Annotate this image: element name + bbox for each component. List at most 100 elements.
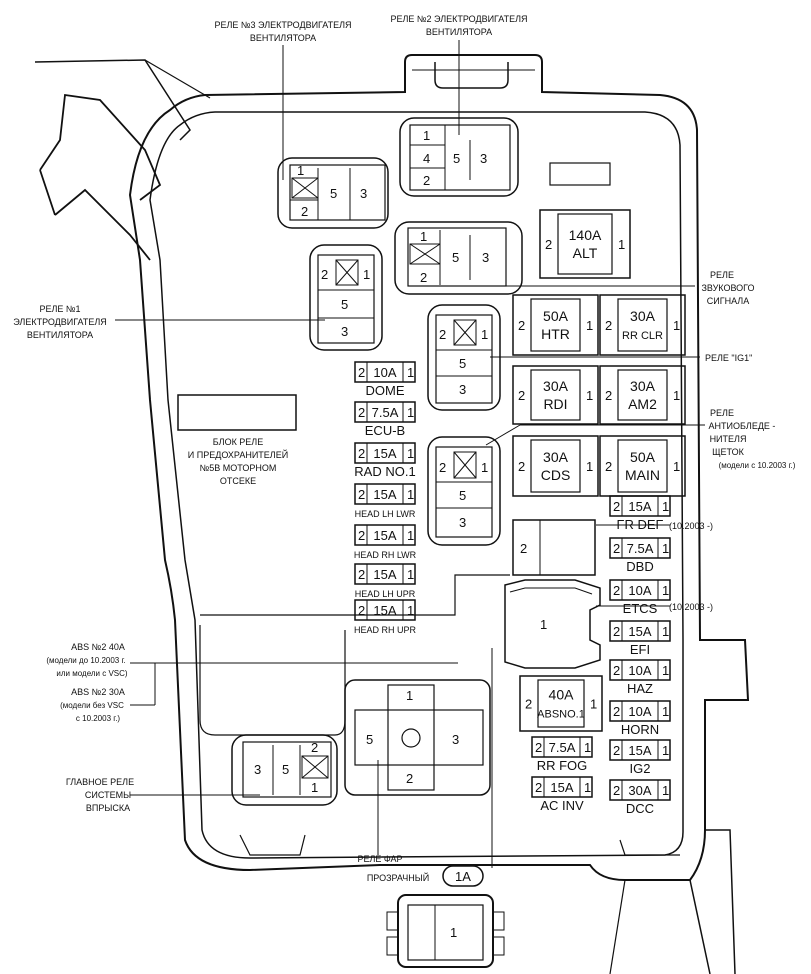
fuse-element	[530, 298, 581, 352]
fuse-body	[609, 779, 671, 801]
fuse-pin-label: 1	[673, 388, 680, 403]
pin-label: 1	[450, 925, 457, 940]
label-etcs-note: (10.2003 -)	[669, 602, 713, 612]
label-abs-30a: (модели без VSC	[60, 701, 124, 710]
label-relay-efi-main: ВПРЫСКА	[86, 803, 130, 813]
fuse-name: RDI	[543, 396, 567, 412]
fuse-pin-label: 2	[605, 318, 612, 333]
fuse-pin-label: 2	[358, 528, 365, 543]
fuse-element	[530, 369, 581, 421]
relay-small-2: 2	[512, 519, 596, 576]
fuse-pin-label: 1	[662, 663, 669, 678]
fuse-amperage: 7.5A	[372, 405, 399, 420]
fuse-name: IG2	[630, 761, 651, 776]
connector-1a-label: 1A	[455, 869, 471, 884]
pin-label: 3	[459, 382, 466, 397]
fuse-pin-label: 2	[613, 783, 620, 798]
fuse-body	[609, 537, 671, 559]
pin-label: 3	[459, 515, 466, 530]
fuse-pin-label: 2	[518, 388, 525, 403]
fuse-body	[354, 401, 416, 423]
label-abs-40a: ABS №2 40A	[71, 642, 125, 652]
label-block: БЛОК РЕЛЕ	[213, 437, 263, 447]
fuse-name: MAIN	[625, 467, 660, 483]
fuse-body	[354, 524, 416, 546]
pin-label: 5	[366, 732, 373, 747]
fuse-amperage: 15A	[373, 487, 396, 502]
fuse-body	[531, 736, 593, 758]
pin-label: 1	[311, 780, 318, 795]
fuse-pin-label: 2	[358, 567, 365, 582]
fuse-amperage: 50A	[630, 449, 656, 465]
fuse-name: AC INV	[540, 798, 584, 813]
label-relay-fan-no3: ВЕНТИЛЯТОРА	[250, 33, 316, 43]
spare-slot	[549, 162, 611, 186]
fuse-pin-label: 1	[673, 318, 680, 333]
pin-label: 3	[360, 186, 367, 201]
fuse-name: EFI	[630, 642, 650, 657]
fuse-name: ABSNO.1	[537, 709, 585, 721]
label-relay-horn: ЗВУКОВОГО	[701, 283, 754, 293]
fuse-name: ECU-B	[365, 423, 405, 438]
fuse-pin-label: 2	[613, 541, 620, 556]
pin-label: 2	[406, 771, 413, 786]
fuse-amperage: 30A	[628, 783, 651, 798]
fuse-amperage: 15A	[628, 743, 651, 758]
pin-label: 3	[482, 250, 489, 265]
pin-label: 2	[439, 460, 446, 475]
pin-label: 1	[540, 617, 547, 632]
relay-fan-no2: 1 4 2 5 3	[399, 117, 519, 197]
fuse-pin-label: 2	[613, 624, 620, 639]
fuse-body-large	[599, 435, 686, 497]
fuse-amperage: 7.5A	[549, 740, 576, 755]
pin-label: 1	[420, 229, 427, 244]
fuse-amperage: 15A	[550, 780, 573, 795]
fuse-body	[609, 659, 671, 681]
fuse-pin-label: 1	[407, 567, 414, 582]
label-relay-fan-no3: РЕЛЕ №3 ЭЛЕКТРОДВИГАТЕЛЯ	[214, 20, 351, 30]
pin-label: 5	[341, 297, 348, 312]
fuse-pin-label: 2	[535, 780, 542, 795]
fuse-element	[617, 369, 668, 421]
fuse-pin-label: 2	[525, 697, 532, 712]
pin-label: 5	[282, 762, 289, 777]
pin-label: 1	[481, 327, 488, 342]
pin-label: 5	[459, 356, 466, 371]
label-relay-fan-no1: ВЕНТИЛЯТОРА	[27, 330, 93, 340]
fuse-element	[537, 679, 585, 728]
relay-fan-no1: 2 1 5 3	[309, 244, 383, 351]
fuse-pin-label: 1	[407, 446, 414, 461]
fuse-pin-label: 2	[358, 446, 365, 461]
fuse-name: HEAD RH LWR	[354, 550, 417, 560]
fuse-amperage: 15A	[628, 624, 651, 639]
fuse-amperage: 30A	[543, 449, 569, 465]
pin-label: 3	[341, 324, 348, 339]
fuse-pin-label: 2	[358, 603, 365, 618]
block-label-plate	[177, 394, 297, 431]
label-relay-efi-main: ГЛАВНОЕ РЕЛЕ	[66, 777, 134, 787]
label-relay-fan-no1: ЭЛЕКТРОДВИГАТЕЛЯ	[13, 317, 106, 327]
pin-label: 3	[254, 762, 261, 777]
fuse-name: DCC	[626, 801, 654, 816]
fuse-element	[617, 298, 668, 352]
label-abs-40a: или модели с VSC)	[56, 669, 127, 678]
fuse-amperage: 15A	[373, 567, 396, 582]
fuse-pin-label: 1	[586, 459, 593, 474]
pin-label: 3	[480, 151, 487, 166]
leader-lines	[115, 40, 705, 868]
fuse-amperage: 10A	[373, 365, 396, 380]
fuse-pin-label: 1	[662, 783, 669, 798]
connector-1a-badge: 1A	[442, 865, 484, 887]
fuse-pin-label: 2	[613, 704, 620, 719]
label-abs-30a: с 10.2003 г.)	[76, 714, 121, 723]
label-relay-defogger: АНТИОБЛЕДЕ -	[709, 421, 776, 431]
fuse-pin-label: 1	[407, 405, 414, 420]
fuse-amperage: 10A	[628, 583, 651, 598]
fuse-pin-label: 2	[613, 499, 620, 514]
relay-ig1: 2 1 5 3	[427, 304, 501, 411]
pin-label: 2	[321, 267, 328, 282]
pin-label: 5	[452, 250, 459, 265]
fuse-pin-label: 1	[662, 499, 669, 514]
